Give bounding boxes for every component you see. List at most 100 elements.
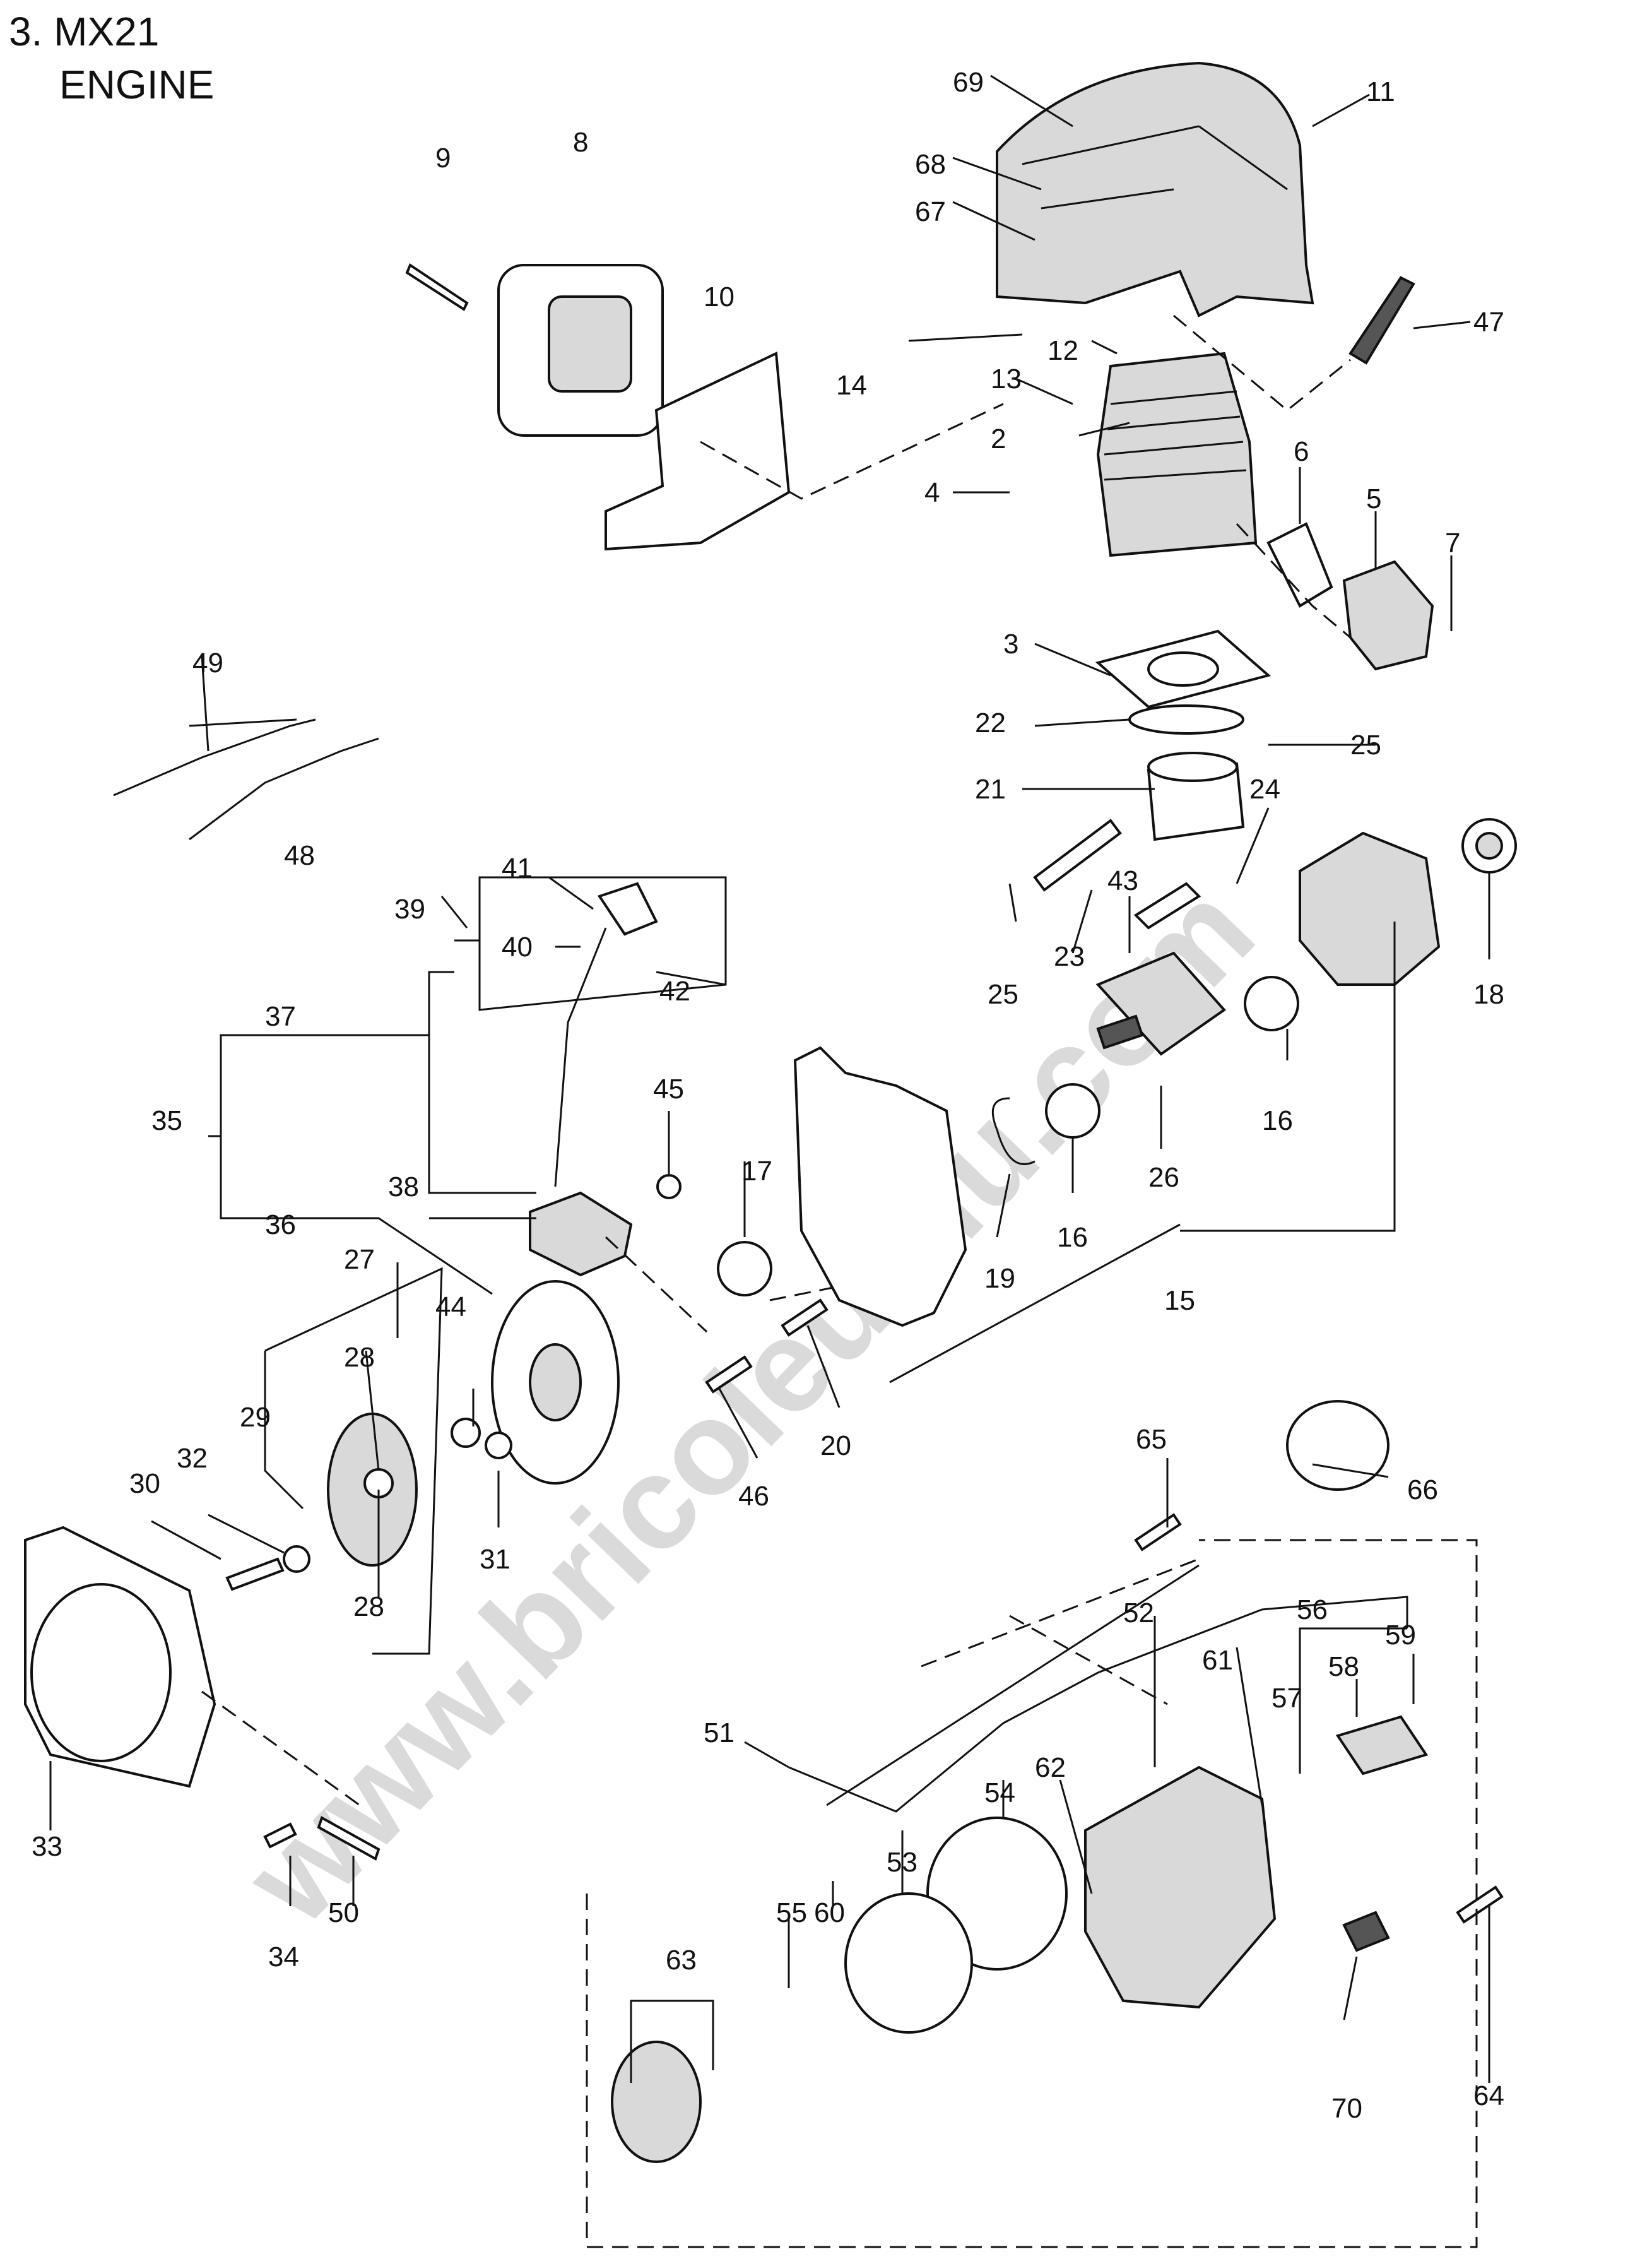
diagram-title: 3. MX21 ENGINE bbox=[9, 5, 214, 111]
label-47: 47 bbox=[1473, 307, 1504, 338]
assembly-line-starter-box bbox=[586, 1539, 1478, 2248]
assembly-line-intake bbox=[1236, 523, 1351, 639]
label-14: 14 bbox=[836, 370, 867, 401]
label-22: 22 bbox=[975, 708, 1006, 738]
hanger-pipe-part bbox=[317, 1816, 381, 1861]
label-3: 3 bbox=[1003, 629, 1018, 660]
label-4: 4 bbox=[924, 477, 940, 508]
insulator-part bbox=[1342, 560, 1434, 671]
label-16b: 16 bbox=[1057, 1222, 1088, 1253]
piston-part bbox=[1147, 752, 1245, 841]
label-16a: 16 bbox=[1262, 1105, 1293, 1136]
label-65: 65 bbox=[1136, 1424, 1167, 1455]
heat-shield-part bbox=[605, 351, 791, 551]
label-53: 53 bbox=[887, 1847, 917, 1878]
oil-seal-part bbox=[717, 1241, 772, 1296]
label-48: 48 bbox=[284, 840, 315, 871]
label-5: 5 bbox=[1366, 483, 1381, 514]
label-29: 29 bbox=[240, 1402, 271, 1433]
starter-screw-lower-part bbox=[1456, 1885, 1504, 1924]
label-39: 39 bbox=[394, 894, 425, 925]
label-28a: 28 bbox=[344, 1342, 375, 1373]
label-69: 69 bbox=[953, 67, 984, 98]
label-23: 23 bbox=[1054, 941, 1085, 972]
label-20: 20 bbox=[820, 1430, 851, 1461]
bearing-right-inner bbox=[1475, 832, 1503, 860]
label-35: 35 bbox=[151, 1105, 182, 1136]
label-61: 61 bbox=[1202, 1645, 1233, 1676]
intake-gasket-part bbox=[1266, 522, 1333, 608]
stop-wire-part bbox=[189, 737, 379, 841]
label-63: 63 bbox=[666, 1945, 697, 1976]
ground-wire-part bbox=[113, 718, 316, 797]
spacer-part bbox=[656, 1174, 681, 1199]
label-24: 24 bbox=[1249, 774, 1280, 805]
label-40: 40 bbox=[502, 932, 533, 963]
label-31: 31 bbox=[480, 1544, 510, 1575]
label-45: 45 bbox=[653, 1074, 684, 1105]
label-11: 11 bbox=[1366, 76, 1395, 107]
cylinder-part bbox=[1096, 352, 1258, 557]
label-13: 13 bbox=[991, 364, 1022, 394]
label-42: 42 bbox=[659, 976, 690, 1007]
label-62: 62 bbox=[1035, 1752, 1066, 1783]
label-66: 66 bbox=[1407, 1474, 1438, 1505]
label-55: 55 bbox=[776, 1897, 807, 1928]
title-section: ENGINE bbox=[59, 62, 215, 107]
label-12: 12 bbox=[1047, 335, 1078, 366]
label-19: 19 bbox=[984, 1263, 1015, 1294]
bearing-lower-part bbox=[1045, 1083, 1100, 1139]
label-10: 10 bbox=[704, 282, 735, 312]
label-32: 32 bbox=[177, 1443, 208, 1474]
label-38: 38 bbox=[388, 1171, 419, 1202]
label-64: 64 bbox=[1473, 2080, 1504, 2111]
rope-reel-part bbox=[844, 1892, 973, 2034]
pawl-plate-part bbox=[611, 2041, 702, 2163]
rope-guide-part bbox=[1342, 1911, 1390, 1952]
label-58: 58 bbox=[1328, 1651, 1359, 1682]
leader-lines bbox=[49, 74, 1490, 2083]
label-2: 2 bbox=[991, 424, 1006, 454]
label-44: 44 bbox=[435, 1291, 466, 1322]
muffler-bolt-part bbox=[405, 263, 469, 311]
clutch-housing-part bbox=[24, 1526, 216, 1788]
spark-plug-part bbox=[1348, 276, 1415, 365]
clutch-washer-part bbox=[283, 1545, 310, 1573]
crankcase-right-part bbox=[1299, 831, 1441, 986]
ignition-coil-part bbox=[529, 927, 633, 1277]
label-54: 54 bbox=[984, 1777, 1015, 1808]
piston-pin-part bbox=[1033, 819, 1122, 892]
label-26: 26 bbox=[1148, 1162, 1179, 1193]
flywheel-part bbox=[491, 1280, 620, 1485]
label-9: 9 bbox=[435, 143, 451, 174]
clutch-bolt-part bbox=[225, 1557, 285, 1591]
part-number-labels: 69 11 68 67 9 8 10 12 47 14 13 2 4 6 5 7… bbox=[32, 67, 1504, 2124]
label-36: 36 bbox=[265, 1209, 296, 1240]
gasket-bore bbox=[1147, 651, 1219, 687]
housing-bolt-part bbox=[263, 1822, 297, 1849]
label-33: 33 bbox=[32, 1831, 62, 1862]
label-49: 49 bbox=[192, 648, 223, 679]
label-25b: 25 bbox=[988, 979, 1018, 1010]
label-60: 60 bbox=[814, 1897, 845, 1928]
label-68: 68 bbox=[915, 149, 946, 180]
label-43: 43 bbox=[1107, 865, 1138, 896]
label-27: 27 bbox=[344, 1244, 375, 1275]
label-34: 34 bbox=[268, 1942, 299, 1972]
label-7: 7 bbox=[1445, 528, 1460, 559]
assembly-line-muffler bbox=[700, 403, 1004, 500]
label-46: 46 bbox=[738, 1481, 769, 1512]
assembly-line-starter bbox=[921, 1558, 1200, 1705]
circlip-part bbox=[991, 1097, 1035, 1165]
label-67: 67 bbox=[915, 196, 946, 227]
label-25a: 25 bbox=[1350, 730, 1381, 761]
muffler-part bbox=[497, 264, 664, 437]
assembly-line-flywheel bbox=[605, 1236, 834, 1333]
assembly-line-housing bbox=[201, 1690, 360, 1806]
label-52: 52 bbox=[1123, 1598, 1154, 1628]
label-59: 59 bbox=[1385, 1620, 1416, 1651]
label-21: 21 bbox=[975, 774, 1006, 805]
title-model: 3. MX21 bbox=[9, 9, 160, 54]
